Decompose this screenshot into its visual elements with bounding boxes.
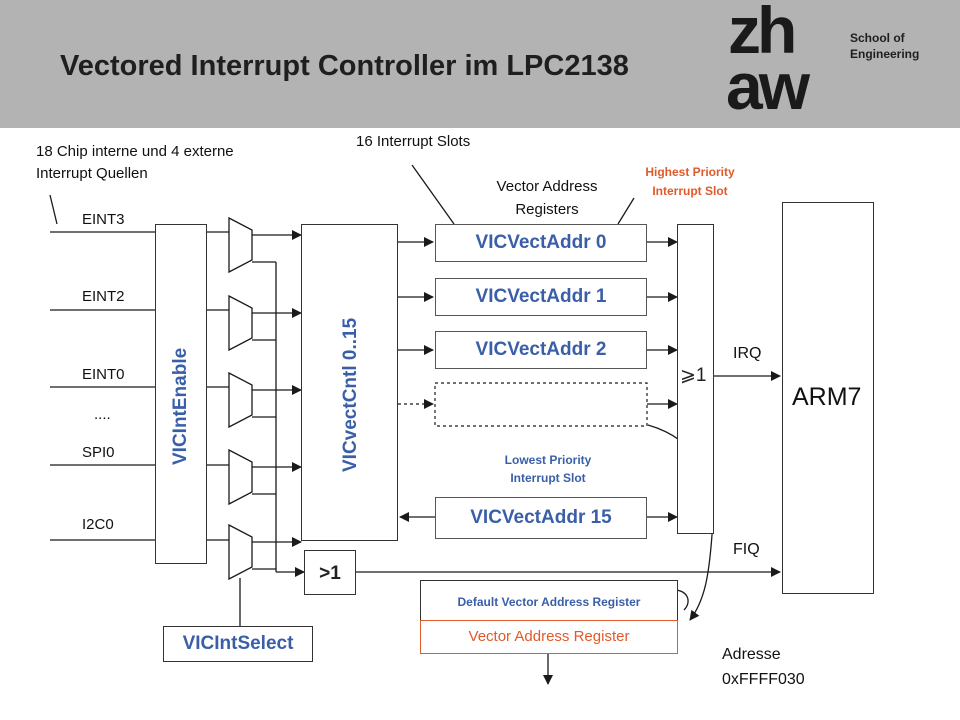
sources-pointer xyxy=(49,194,58,225)
logo-line-1: zh xyxy=(728,0,797,67)
highest-line-1: Highest Priority xyxy=(645,165,735,179)
vector-address-label: Vector Address Register xyxy=(468,628,630,645)
zhaw-logo: zh aw xyxy=(722,0,838,123)
empty-slot xyxy=(434,382,648,427)
irq-or-label: ⩾1 xyxy=(680,365,707,386)
sources-line-2: Interrupt Quellen xyxy=(36,165,148,182)
sources-annotation: 18 Chip interne und 4 externe Interrupt … xyxy=(36,141,234,185)
demux-1 xyxy=(228,216,253,274)
lowest-priority-annotation: Lowest Priority Interrupt Slot xyxy=(468,451,628,487)
vic-vect-cntl-block xyxy=(301,224,398,541)
fiq-label: FIQ xyxy=(733,541,760,558)
input-label-i2c0: I2C0 xyxy=(82,516,114,533)
vic-vect-cntl-label: VICvectCntl 0..15 xyxy=(340,317,361,472)
vect-addr-15: VICVectAddr 15 xyxy=(435,497,647,539)
vect-addr-1: VICVectAddr 1 xyxy=(435,278,647,316)
slots-annotation: 16 Interrupt Slots xyxy=(356,133,471,150)
highest-priority-annotation: Highest Priority Interrupt Slot xyxy=(610,163,770,201)
logo-line-2: aw xyxy=(726,49,810,123)
vector-registers-line-2: Registers xyxy=(515,201,579,218)
input-label-spi0: SPI0 xyxy=(82,444,115,461)
input-label-eint2: EINT2 xyxy=(82,288,125,305)
input-label-eint3: EINT3 xyxy=(82,211,125,228)
address-line-1: Adresse xyxy=(722,646,781,663)
default-vector-address-register: Default Vector Address Register xyxy=(420,580,678,620)
highest-pointer xyxy=(617,197,635,225)
fiq-or-gate: >1 xyxy=(304,550,356,595)
input-label-eint0: EINT0 xyxy=(82,366,125,383)
default-vector-label: Default Vector Address Register xyxy=(457,595,641,609)
arm7-label: ARM7 xyxy=(792,383,862,411)
irq-label: IRQ xyxy=(733,345,762,362)
vector-registers-line-1: Vector Address xyxy=(496,178,598,195)
vect-addr-2: VICVectAddr 2 xyxy=(435,331,647,369)
input-label-ellipsis: .... xyxy=(94,406,111,423)
slots-pointer xyxy=(411,164,455,225)
irq-or-block xyxy=(677,224,714,534)
page-title: Vectored Interrupt Controller im LPC2138 xyxy=(60,50,629,82)
school-line-1: School of xyxy=(850,31,905,45)
lowest-line-1: Lowest Priority xyxy=(504,453,592,467)
demux-2 xyxy=(228,294,253,352)
vic-int-select-block: VICIntSelect xyxy=(163,626,313,662)
lowest-line-2: Interrupt Slot xyxy=(510,471,586,485)
vic-int-enable-block xyxy=(155,224,207,564)
header-bar xyxy=(0,0,960,128)
demux-4 xyxy=(228,448,253,506)
sources-line-1: 18 Chip interne und 4 externe xyxy=(36,143,234,160)
address-annotation: Adresse 0xFFFF030 xyxy=(722,642,805,692)
school-line-2: Engineering xyxy=(850,47,920,61)
vect-addr-0: VICVectAddr 0 xyxy=(435,224,647,262)
vic-int-enable-label: VICIntEnable xyxy=(170,347,191,465)
demux-3 xyxy=(228,371,253,429)
arm7-core xyxy=(782,202,874,594)
vector-address-register: Vector Address Register xyxy=(420,620,678,654)
demux-5 xyxy=(228,523,253,581)
address-line-2: 0xFFFF030 xyxy=(722,671,805,688)
vector-registers-annotation: Vector Address Registers xyxy=(462,175,632,221)
highest-line-2: Interrupt Slot xyxy=(652,184,728,198)
school-label: School of Engineering xyxy=(850,30,919,62)
